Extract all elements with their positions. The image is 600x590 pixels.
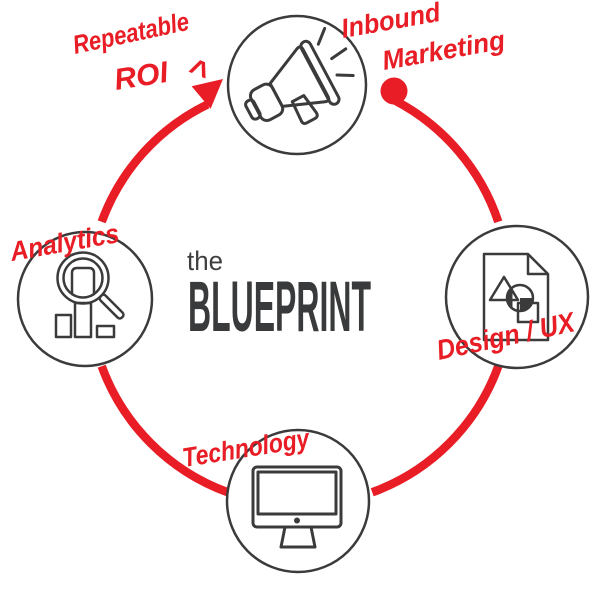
sound-line-middle — [330, 47, 348, 61]
arc-segment-top-left — [97, 100, 210, 224]
sound-line-bottom — [335, 73, 355, 78]
monitor-icon — [251, 465, 343, 549]
bar-left — [54, 313, 73, 339]
cycle-arc — [97, 96, 503, 497]
logo-prefix: the — [187, 246, 223, 276]
monitor-screen — [256, 470, 338, 516]
document-folded-corner — [526, 254, 548, 276]
magnifier-handle — [98, 293, 125, 320]
megaphone-icon — [244, 26, 355, 125]
megaphone-front-rim — [299, 39, 341, 106]
magnifier-bar-chart-icon — [54, 251, 125, 339]
monitor-button — [294, 517, 300, 524]
repeatable-roi-label-line2: ROI — [112, 56, 171, 97]
magnifier-lens-outer — [56, 251, 110, 305]
monitor-stand — [279, 525, 317, 549]
magnified-bar-top — [70, 266, 96, 294]
arc-segment-bottom-left — [97, 364, 230, 497]
cycle-arrowhead-icon — [191, 79, 223, 109]
logo-title: BLUEPRINT — [188, 268, 371, 347]
arc-segment-bottom-right — [370, 364, 503, 497]
design-document-icon — [482, 252, 550, 342]
overlap-fill-right — [520, 298, 533, 311]
repeatable-roi-label-line1: Repeatable — [70, 6, 192, 60]
cycle-start-dot — [380, 77, 408, 105]
document-page — [482, 252, 550, 342]
node-circle-analytics — [16, 230, 154, 368]
bar-right — [95, 324, 116, 339]
sound-line-top — [316, 26, 327, 46]
magnifier-lens-inner — [62, 257, 104, 299]
shape-square — [516, 301, 540, 324]
arc-segment-top-right — [392, 96, 503, 224]
megaphone-handle — [290, 94, 319, 125]
